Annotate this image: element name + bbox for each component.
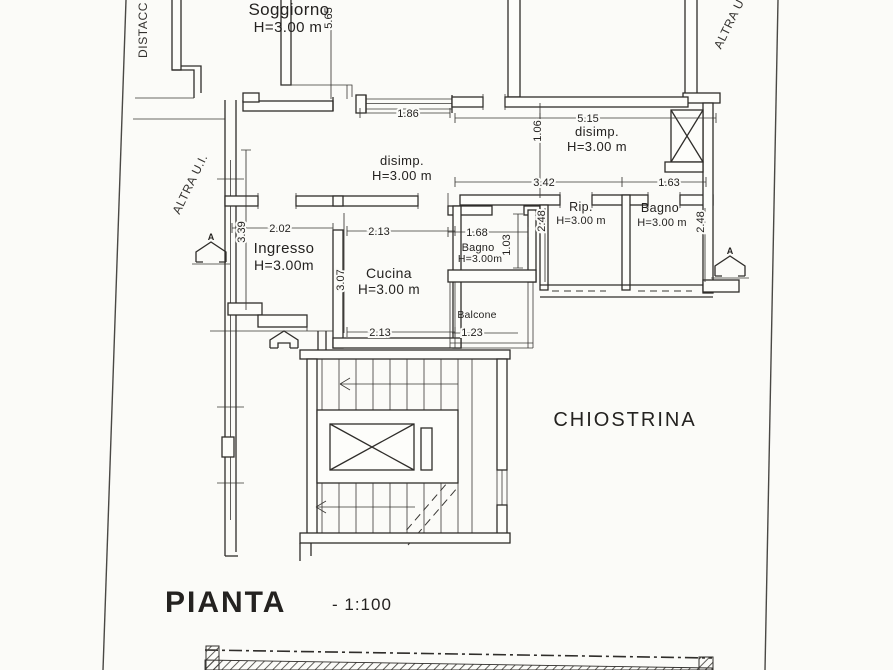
section-letter-right: A <box>727 246 734 256</box>
label-distacco: DISTACC <box>136 2 150 58</box>
dim-balcone-width: 1.23 <box>461 327 482 339</box>
stair-treads-lower <box>321 483 459 533</box>
dim-cucina-width-top: 2.13 <box>368 226 389 238</box>
room-disimpegno-left: disimp. <box>380 153 424 168</box>
stair-arrow-lower <box>315 500 415 514</box>
dim-corridor-length: 5.15 <box>577 113 598 125</box>
dim-soggiorno-depth: 5.65 <box>323 7 335 28</box>
label-altra-ui-left: ALTRA U.I. <box>169 152 210 217</box>
room-cucina-height: H=3.00 m <box>358 282 420 297</box>
cucina-bagno-walls <box>332 195 537 349</box>
label-chiostrina: CHIOSTRINA <box>553 409 696 431</box>
dim-bagno-right-depth: 2.48 <box>695 211 707 232</box>
room-soggiorno: Soggiorno <box>248 0 329 19</box>
room-bagno-center: Bagno <box>462 242 495 254</box>
right-rooms-walls <box>539 102 740 298</box>
room-bagno-right: Bagno <box>641 201 679 215</box>
stairwell <box>299 349 511 561</box>
site-labels: DISTACC ALTRA U.I. ALTRA U <box>136 0 747 216</box>
dim-bagno-center-width: 1.68 <box>466 227 487 239</box>
room-labels: Soggiorno H=3.00 m disimp. H=3.00 m disi… <box>248 0 696 431</box>
room-disimpegno-left-height: H=3.00 m <box>372 168 432 183</box>
label-altra-ui-top-right: ALTRA U <box>711 0 747 51</box>
room-bagno-right-height: H=3.00 m <box>637 217 687 229</box>
dim-cucina-depth: 3.07 <box>335 269 347 290</box>
room-ingresso: Ingresso <box>254 240 315 257</box>
scan-borders <box>102 0 779 670</box>
entrance-arrow <box>269 330 299 349</box>
section-marker-left: A <box>192 232 230 265</box>
section-letter-left: A <box>208 232 215 242</box>
dim-rip-width: 3.42 <box>533 177 554 189</box>
left-wall-windows <box>217 100 244 557</box>
ingresso-walls <box>210 302 333 352</box>
plan-title: PIANTA <box>165 586 286 619</box>
elevator <box>316 409 459 484</box>
title-block: PIANTA - 1:100 <box>165 586 392 619</box>
room-rip: Rip. <box>569 200 593 214</box>
room-disimpegno-right-height: H=3.00 m <box>567 139 627 154</box>
stair-treads-upper <box>317 359 459 411</box>
shaft-box <box>664 109 704 173</box>
section-marker-right: A <box>711 246 749 279</box>
dimension-lines <box>231 30 717 337</box>
section-markers: A A <box>192 232 749 349</box>
stair-arrow-upper <box>339 377 458 391</box>
dim-ingresso-depth: 3.39 <box>236 221 248 242</box>
room-bagno-center-height: H=3.00m <box>458 253 502 265</box>
room-balcone: Balcone <box>457 309 496 321</box>
dim-soggiorno-door: 1.86 <box>397 108 418 120</box>
dim-rip-depth: 2.48 <box>536 210 548 231</box>
dimension-labels: 5.65 1.86 5.15 1.06 2.02 3.39 2.13 3.07 … <box>234 5 709 341</box>
dim-corridor-width: 1.06 <box>532 120 544 141</box>
room-cucina: Cucina <box>366 265 412 281</box>
corridor-walls <box>224 192 714 216</box>
room-disimpegno-right: disimp. <box>575 124 619 139</box>
soggiorno-walls <box>133 0 721 120</box>
room-rip-height: H=3.00 m <box>556 215 606 227</box>
dim-bagno-center-depth: 1.03 <box>501 234 513 255</box>
room-ingresso-height: H=3.00m <box>254 257 314 273</box>
dim-ingresso-width: 2.02 <box>269 223 290 235</box>
room-soggiorno-height: H=3.00 m <box>254 19 323 36</box>
section-strip <box>204 645 714 670</box>
plan-scale: - 1:100 <box>332 595 392 614</box>
dim-cucina-width-bottom: 2.13 <box>369 327 390 339</box>
dim-bagno-right-width: 1.63 <box>658 177 679 189</box>
